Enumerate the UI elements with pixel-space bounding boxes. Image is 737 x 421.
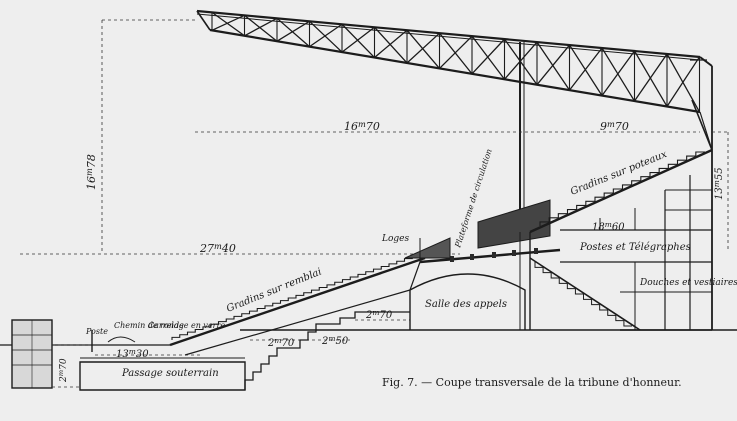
central-hall xyxy=(409,248,561,330)
label-loges: Loges xyxy=(381,234,409,244)
label-chemin-ronde: Chemin de ronde xyxy=(114,321,184,330)
ground-and-foundation xyxy=(0,311,737,391)
loges-and-platform xyxy=(404,199,551,262)
dim-inner-span: 18m60 xyxy=(592,220,625,233)
label-poste: Poste xyxy=(85,327,108,336)
label-gradins-remblai: Gradins sur remblai xyxy=(225,267,323,315)
dim-right-height: 13m55 xyxy=(712,167,725,200)
label-salle-appels: Salle des appels xyxy=(425,299,507,310)
right-building xyxy=(560,175,712,331)
label-postes: Postes et Télégraphes xyxy=(579,242,691,253)
dim-stand-span: 27m40 xyxy=(199,241,236,255)
dim-roof-left: 16m70 xyxy=(344,119,380,133)
dim-tunnel-span: 13m30 xyxy=(116,347,149,360)
label-gradins-poteaux: Gradins sur poteaux xyxy=(569,149,669,198)
dim-step-a: 2m70 xyxy=(267,336,295,349)
upper-stands xyxy=(519,148,713,331)
label-carrelage: Carrelage en verre xyxy=(148,321,225,330)
dimension-lines xyxy=(20,19,729,356)
figure-caption: Fig. 7. — Coupe transversale de la tribu… xyxy=(382,376,682,389)
label-douches: Douches et vestiaires xyxy=(639,278,737,288)
roof-truss xyxy=(196,9,713,330)
dim-small-height: 2m70 xyxy=(57,358,69,383)
dim-height-total: 16m78 xyxy=(84,154,98,190)
embankment-stands xyxy=(91,255,426,356)
dim-step-b: 2m50 xyxy=(321,334,349,347)
dim-step-c: 2m70 xyxy=(365,308,393,321)
dim-roof-right: 9m70 xyxy=(600,119,629,133)
label-passage: Passage souterrain xyxy=(121,368,219,379)
